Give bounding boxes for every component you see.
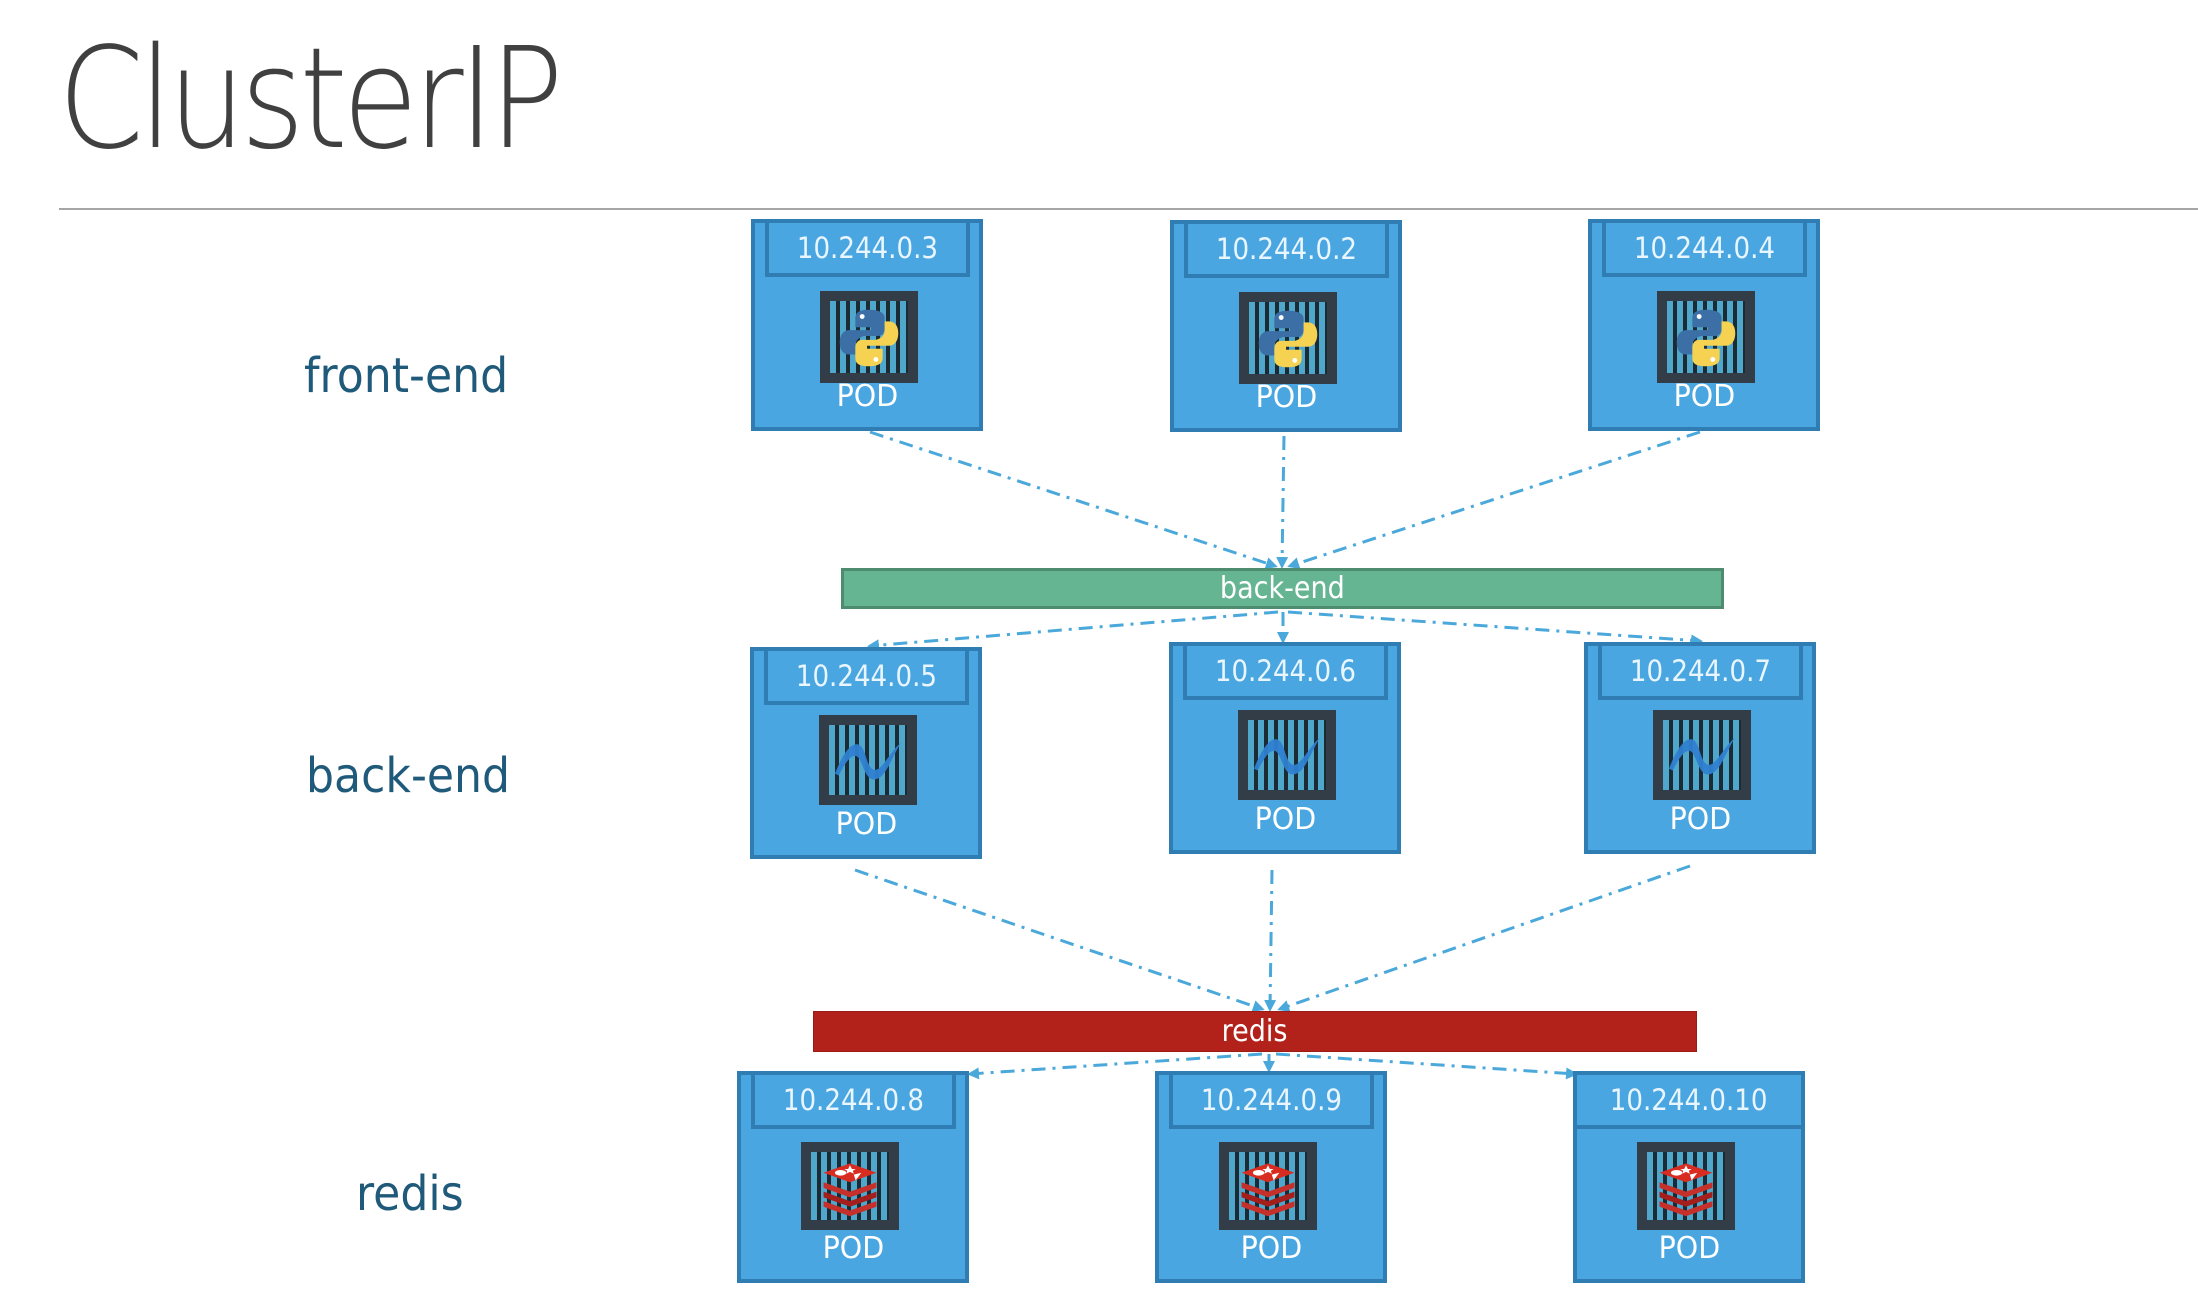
- pod-label: POD: [822, 1231, 884, 1266]
- pod-back-end-3[interactable]: 10.244.0.7 POD: [1584, 642, 1816, 854]
- pod-ip: 10.244.0.5: [764, 650, 969, 705]
- python-container-icon: [1657, 291, 1755, 383]
- service-back-end[interactable]: back-end: [841, 568, 1724, 609]
- pod-label: POD: [1669, 802, 1731, 837]
- pod-label: POD: [1254, 802, 1316, 837]
- arrow-pod-10-244-0-7-to-redis: [1277, 864, 1691, 1012]
- tier-label-redis: redis: [356, 1166, 464, 1222]
- tier-label-back-end: back-end: [306, 748, 511, 804]
- pod-front-end-2[interactable]: 10.244.0.2 POD: [1170, 220, 1402, 432]
- dotnet-container-icon: [1238, 710, 1336, 800]
- pod-front-end-1[interactable]: 10.244.0.3 POD: [751, 219, 983, 431]
- pod-label: POD: [1255, 380, 1317, 415]
- pod-ip: 10.244.0.6: [1183, 645, 1388, 700]
- pod-redis-2[interactable]: 10.244.0.9 POD: [1155, 1071, 1387, 1283]
- dotnet-container-icon: [819, 715, 917, 805]
- pod-ip: 10.244.0.2: [1184, 223, 1389, 278]
- pod-ip: 10.244.0.4: [1602, 222, 1807, 277]
- pod-label: POD: [835, 807, 897, 842]
- pod-label: POD: [836, 379, 898, 414]
- pod-label: POD: [1673, 379, 1735, 414]
- arrow-pod-10-244-0-5-to-redis: [854, 868, 1265, 1012]
- service-redis-label: redis: [1222, 1014, 1288, 1049]
- pod-ip: 10.244.0.7: [1598, 645, 1803, 700]
- arrow-back-end-to-pod-10-244-0-7: [1287, 610, 1703, 647]
- title-divider: [59, 208, 2198, 210]
- redis-container-icon: [801, 1142, 899, 1230]
- python-container-icon: [820, 291, 918, 383]
- pod-label: POD: [1658, 1231, 1720, 1266]
- arrow-pod-10-244-0-3-to-back-end: [869, 430, 1278, 569]
- arrow-back-end-to-pod-10-244-0-5: [867, 610, 1279, 652]
- pod-redis-1[interactable]: 10.244.0.8 POD: [737, 1071, 969, 1283]
- tier-label-front-end: front-end: [304, 348, 509, 404]
- pod-ip: 10.244.0.8: [751, 1074, 956, 1129]
- pod-back-end-1[interactable]: 10.244.0.5 POD: [750, 647, 982, 859]
- redis-container-icon: [1219, 1142, 1317, 1230]
- pod-label: POD: [1240, 1231, 1302, 1266]
- service-redis[interactable]: redis: [813, 1011, 1697, 1052]
- pod-ip: 10.244.0.3: [765, 222, 970, 277]
- arrow-pod-10-244-0-4-to-back-end: [1287, 430, 1701, 569]
- python-container-icon: [1239, 292, 1337, 384]
- pod-back-end-2[interactable]: 10.244.0.6 POD: [1169, 642, 1401, 854]
- redis-container-icon: [1637, 1142, 1735, 1230]
- dotnet-container-icon: [1653, 710, 1751, 800]
- pod-front-end-3[interactable]: 10.244.0.4 POD: [1588, 219, 1820, 431]
- arrow-pod-10-244-0-6-to-redis: [1264, 869, 1277, 1012]
- arrow-pod-10-244-0-2-to-back-end: [1276, 435, 1289, 569]
- pod-redis-3[interactable]: 10.244.0.10 POD: [1573, 1071, 1805, 1283]
- pod-ip: 10.244.0.10: [1576, 1074, 1802, 1129]
- slide-title: ClusterIP: [58, 18, 564, 181]
- service-back-end-label: back-end: [1220, 571, 1345, 606]
- pod-ip: 10.244.0.9: [1169, 1074, 1374, 1129]
